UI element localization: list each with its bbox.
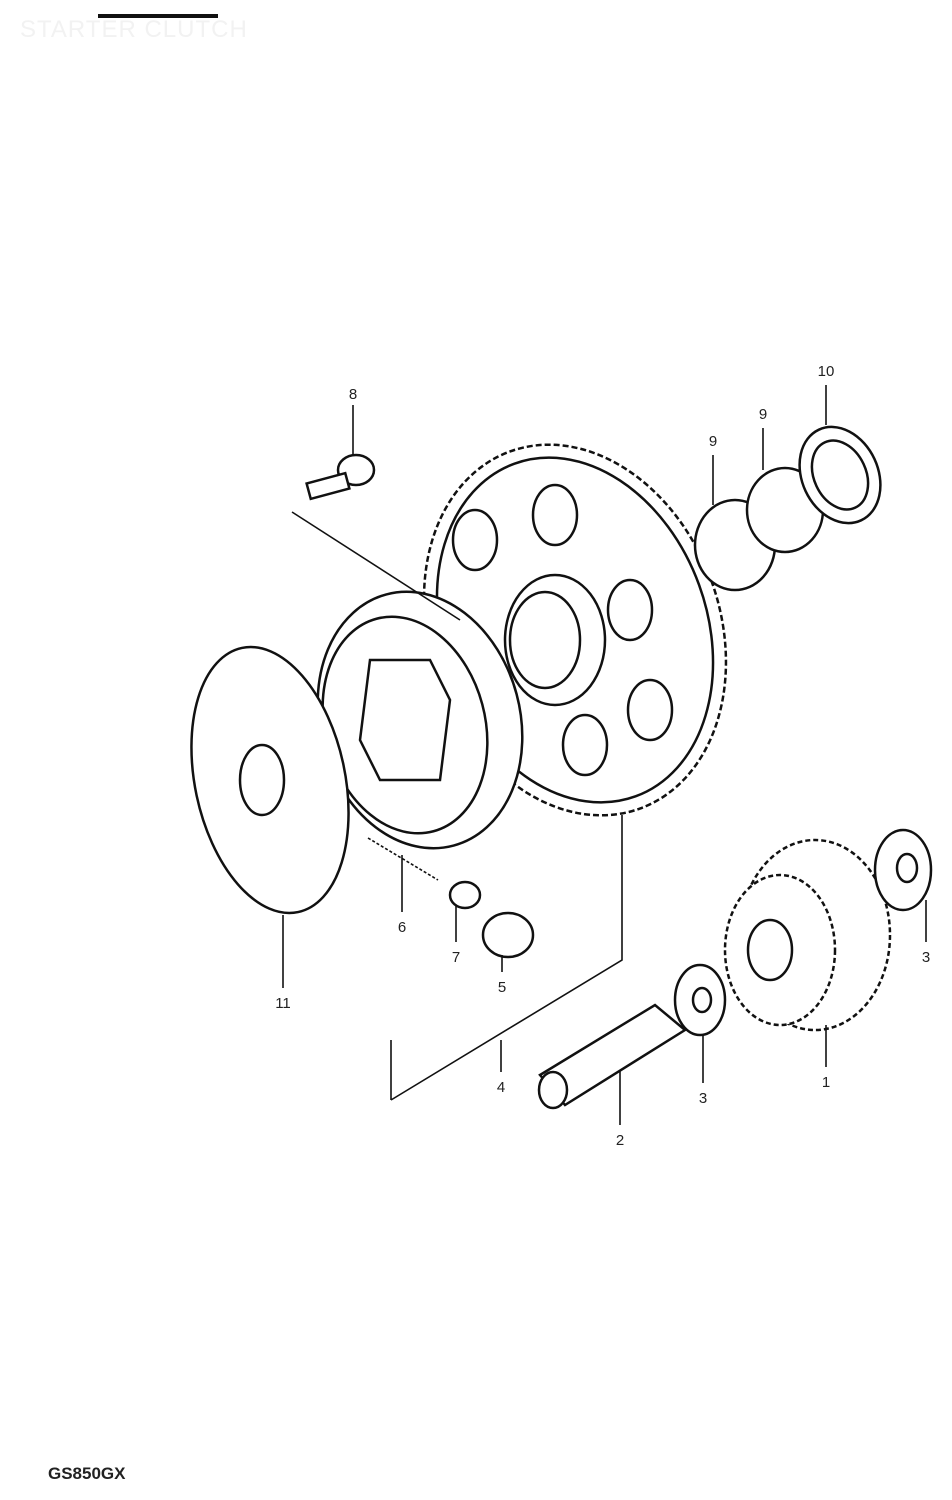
shaft-end bbox=[537, 1070, 569, 1110]
callout-10: 10 bbox=[818, 363, 835, 380]
cap bbox=[481, 911, 535, 959]
callout-9: 9 bbox=[759, 406, 767, 423]
roller bbox=[448, 880, 482, 910]
washer-hole bbox=[810, 439, 870, 511]
callout-9: 9 bbox=[709, 433, 717, 450]
callout-7: 7 bbox=[452, 949, 460, 966]
spring bbox=[367, 837, 439, 881]
callout-5: 5 bbox=[498, 979, 506, 996]
callout-3: 3 bbox=[699, 1090, 707, 1107]
callout-4: 4 bbox=[497, 1079, 505, 1096]
callout-8: 8 bbox=[349, 386, 357, 403]
idle-gear bbox=[723, 838, 892, 1032]
washer-hole bbox=[691, 986, 713, 1014]
washer-hole bbox=[895, 852, 919, 884]
callout-6: 6 bbox=[398, 919, 406, 936]
one-way-clutch bbox=[316, 590, 524, 850]
callout-1: 1 bbox=[822, 1074, 830, 1091]
callout-2: 2 bbox=[616, 1132, 624, 1149]
callout-3: 3 bbox=[922, 949, 930, 966]
needle-bearing bbox=[693, 466, 825, 592]
diagram-title: STARTER CLUTCH bbox=[20, 16, 248, 43]
title-bar bbox=[98, 14, 218, 18]
bolt bbox=[305, 453, 376, 501]
callout-11: 11 bbox=[275, 995, 291, 1012]
model-code: GS850GX bbox=[48, 1464, 126, 1483]
plate-hole bbox=[238, 743, 286, 817]
